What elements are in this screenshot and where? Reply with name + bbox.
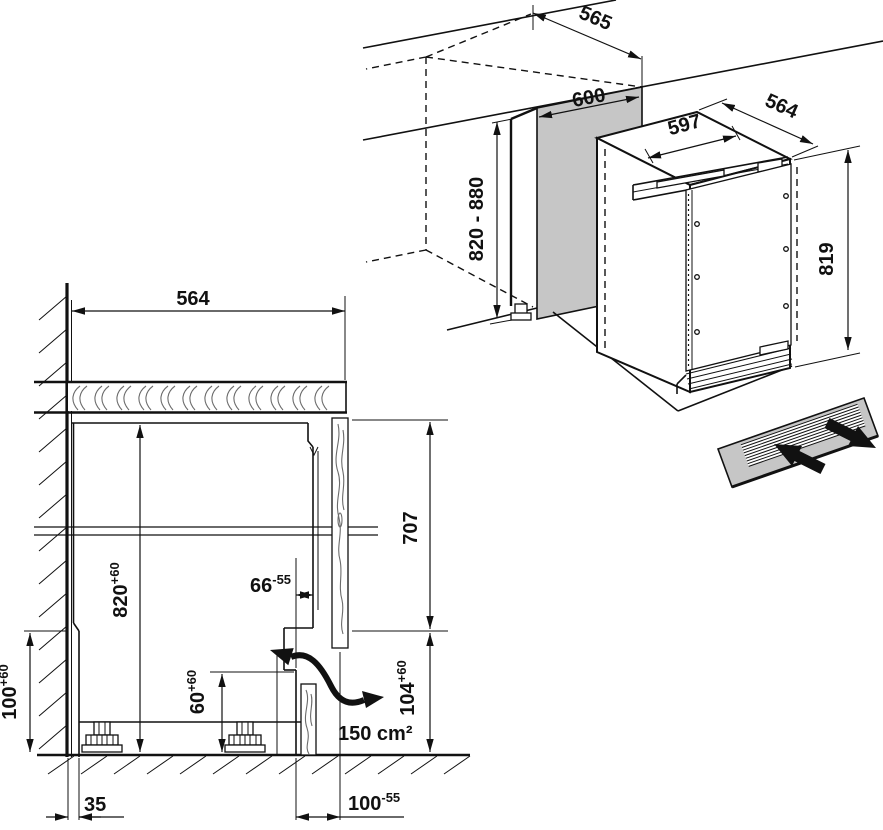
appliance-iso (594, 110, 798, 394)
air-outlet-height-label: 60+60 (184, 670, 209, 714)
dim-front-gap: 66-55 (250, 558, 313, 668)
plinth-vent-assembly (276, 627, 317, 756)
grille-detail (716, 396, 880, 489)
dim-recess-width: 564 (72, 288, 346, 380)
floor-edge-front (552, 311, 679, 412)
plinth-grain (304, 689, 313, 755)
dim-bottom-front-height: 104+60 (394, 633, 434, 752)
rail-slot (656, 169, 725, 189)
appliance-door-panel (685, 163, 792, 372)
section-niche-outline (72, 422, 319, 757)
bottom-front-height-label: 104+60 (394, 660, 419, 715)
dim-plinth-recess-height: 100+60 (0, 630, 67, 752)
dim-recess-height: 820+60 (107, 425, 144, 752)
front-top-bracket (307, 423, 314, 448)
plinth-depth-label: 100-55 (348, 790, 400, 815)
dim-front-panel-height: 707 (352, 419, 448, 632)
worktop-back-line-upper (362, 0, 617, 49)
worktop-grain (72, 385, 330, 411)
recess-height-label: 820+60 (107, 562, 132, 617)
front-gap-label: 66-55 (250, 572, 291, 597)
airflow-arrow (270, 648, 384, 708)
niche-foot (510, 303, 532, 321)
dim-plinth-depth: 100-55 (295, 652, 404, 821)
wall-hatch (38, 295, 68, 750)
dim-air-outlet-height: 60+60 (184, 670, 294, 752)
plinth-board (300, 683, 317, 756)
panel-grain (335, 423, 345, 635)
appliance-base-vent (676, 340, 793, 394)
appliance-height-label: 819 (816, 242, 838, 275)
niche-hidden-edges (365, 13, 643, 308)
grille-airflow-in-arrow (774, 444, 826, 474)
plinth-recess-height-label: 100+60 (0, 664, 21, 719)
dim-appliance-height: 819 (793, 145, 861, 368)
door-screw-holes (694, 193, 789, 335)
appliance-foot-rear (81, 721, 123, 753)
worktop (34, 380, 347, 414)
dim-rear-gap: 35 (46, 758, 124, 821)
furniture-front-panel (331, 417, 349, 649)
dim-niche-height: 820 - 880 (466, 118, 513, 325)
recess-width-label: 564 (176, 288, 210, 310)
grille-airflow-out-arrow (824, 418, 876, 448)
front-panel-height-label: 707 (400, 511, 422, 544)
airflow-arrowhead-out (270, 648, 294, 666)
rear-step (72, 622, 80, 632)
front-top-notch (309, 446, 319, 457)
floor-edge-side (677, 365, 793, 412)
floor-hatch (47, 755, 471, 775)
vent-cross-section-label: 150 cm² (338, 723, 413, 745)
section-view: 564 820+60 707 104+60 60+60 (0, 283, 471, 821)
base-bracket (759, 340, 789, 356)
niche-height-label: 820 - 880 (466, 177, 488, 262)
niche-top-edge (510, 106, 538, 121)
rear-gap-label: 35 (84, 794, 106, 816)
iso-view: 820 - 880 565 600 (362, 0, 883, 412)
airflow-arrowhead-in (362, 691, 384, 708)
